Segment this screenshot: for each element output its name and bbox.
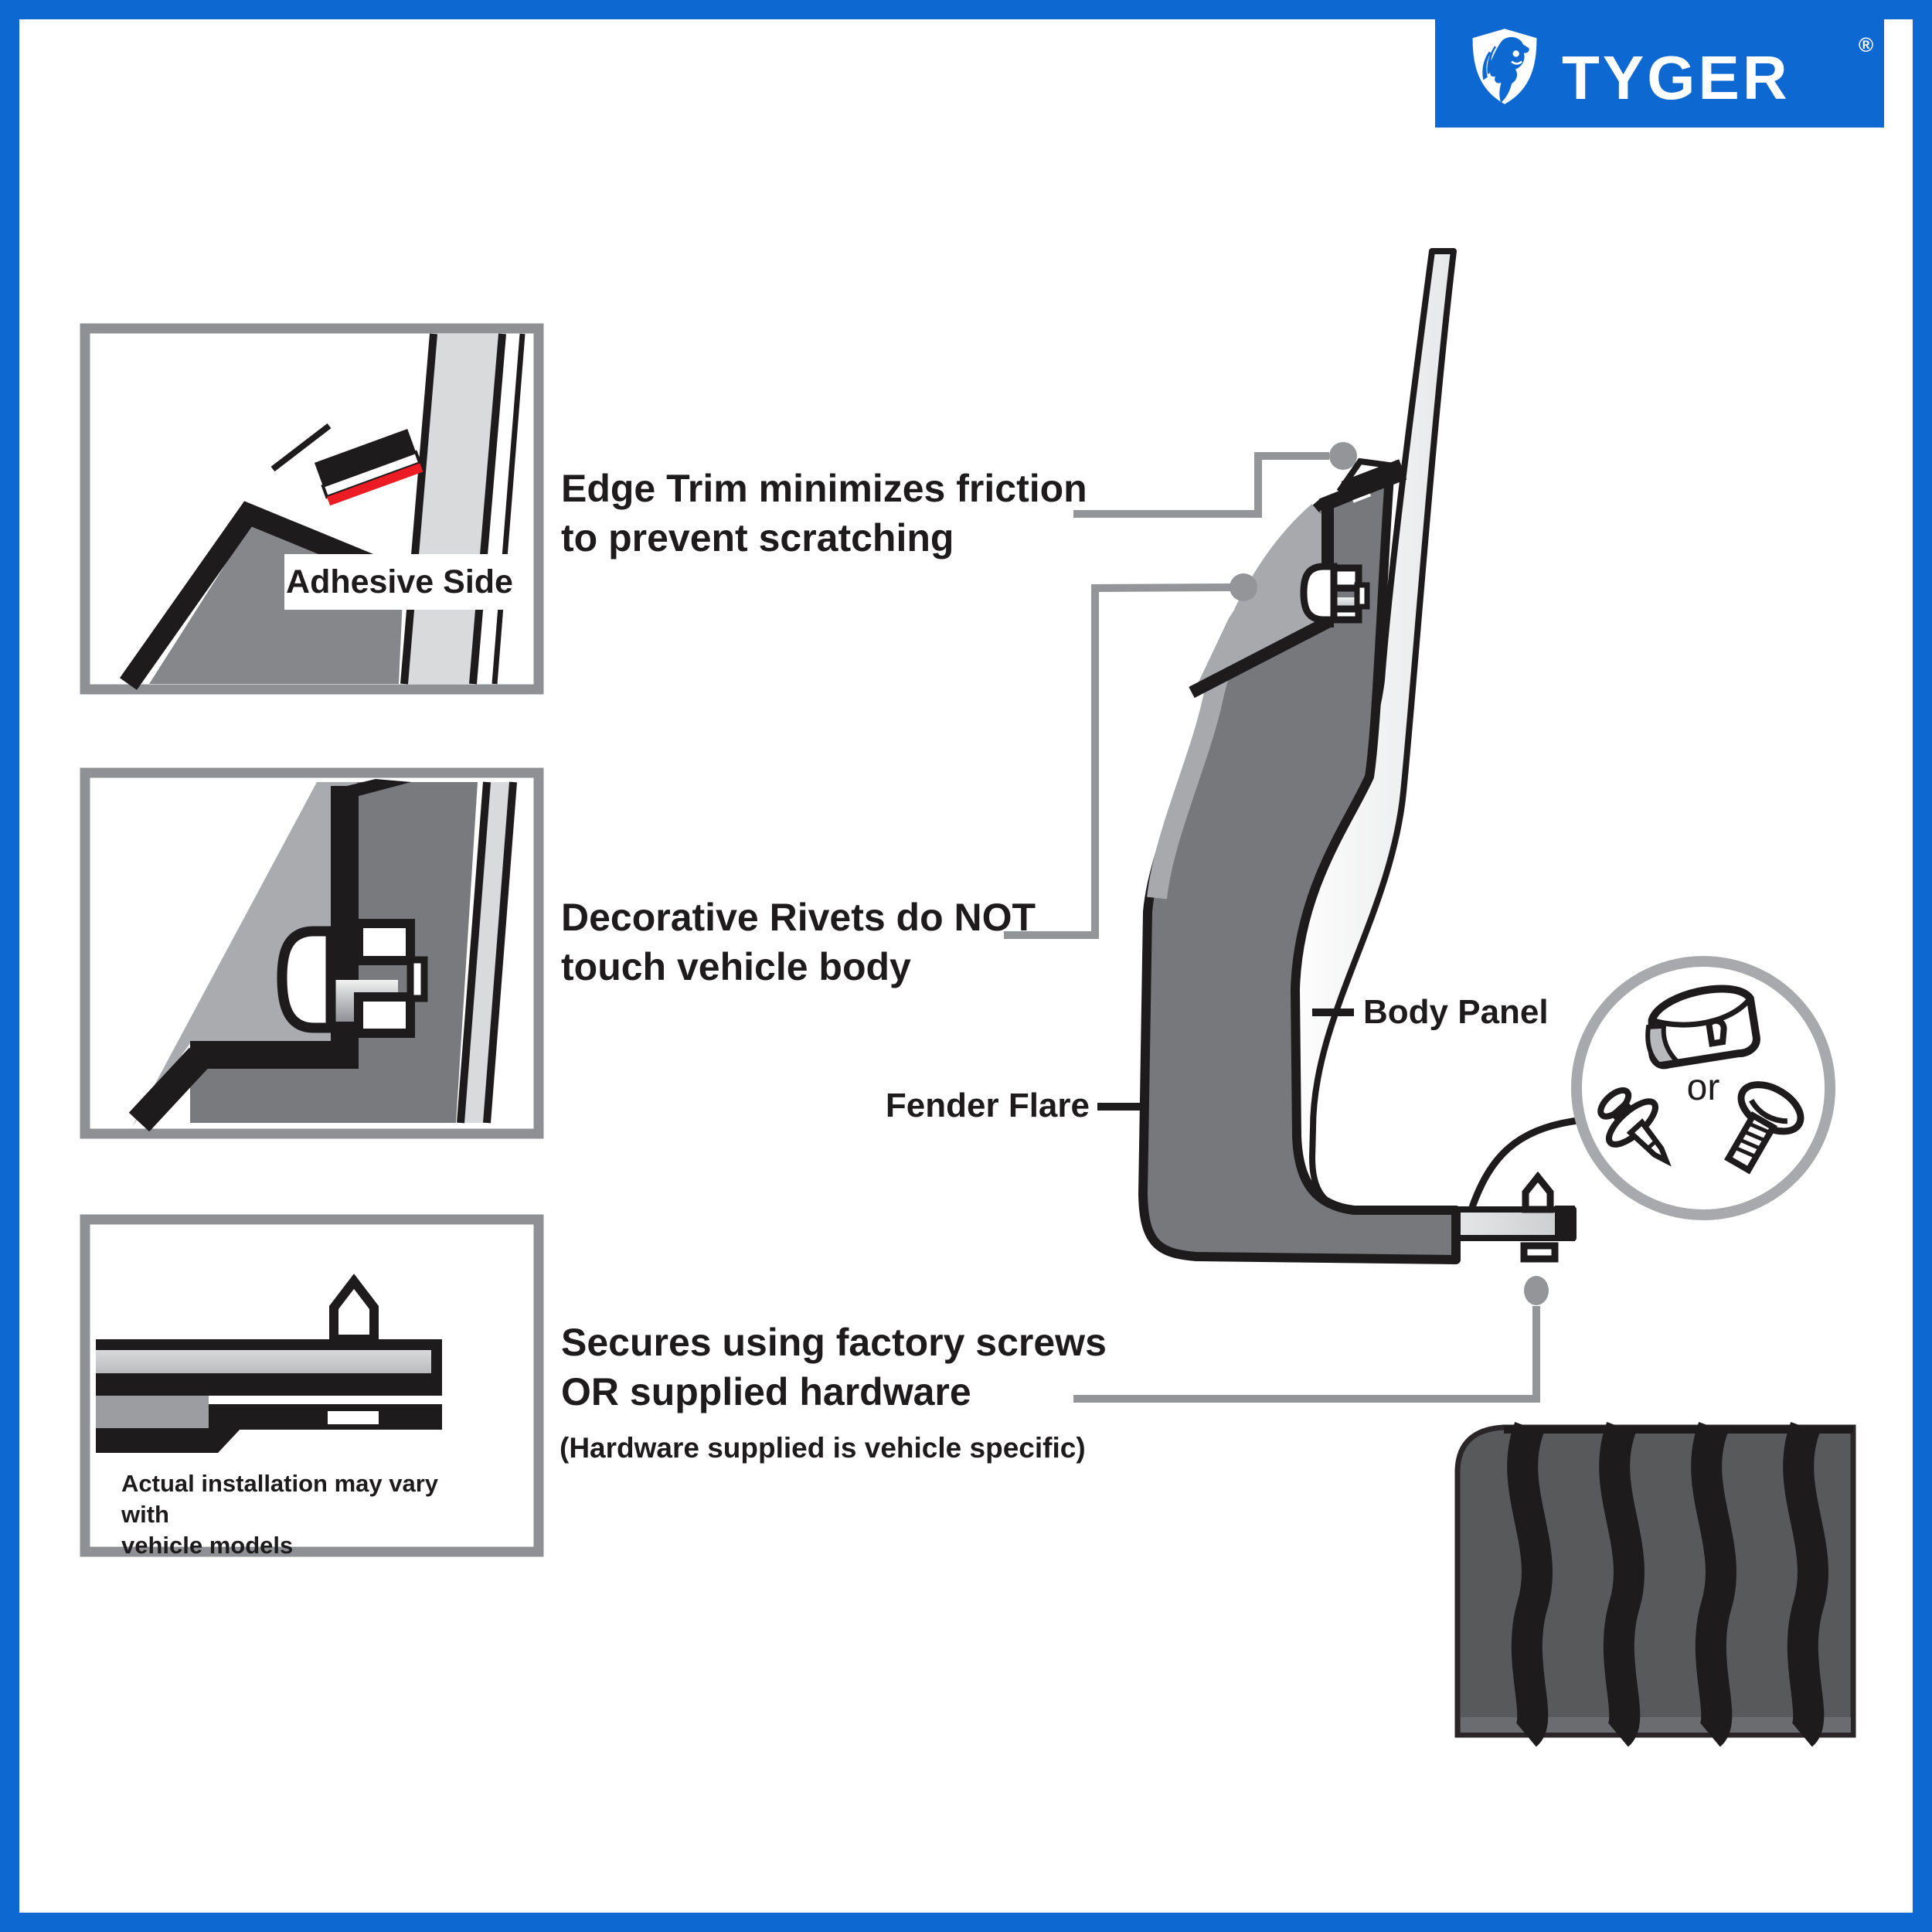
adhesive-side-text: Adhesive Side	[286, 563, 513, 600]
edge-trim-main-icon	[1341, 459, 1407, 502]
u-nut-clip-icon	[1645, 985, 1760, 1070]
or-label: or	[1686, 1067, 1720, 1108]
hardware-options-circle	[1571, 956, 1835, 1220]
inset-screw-diagram	[80, 1214, 544, 1557]
hardware-tab-icon	[1520, 1242, 1559, 1263]
inset-adhesive-diagram	[80, 323, 544, 695]
decorative-rivet-main-icon	[1300, 563, 1370, 624]
push-clip-icon	[329, 1274, 379, 1344]
push-clip-main-icon	[1522, 1171, 1554, 1213]
rivet-dot	[1230, 573, 1257, 601]
tyger-wordmark: TYGER	[1562, 43, 1791, 112]
tyger-eye	[1512, 50, 1519, 57]
rivets-note-line2: touch vehicle body	[561, 945, 911, 988]
install-note-line1: Actual installation may vary with	[121, 1470, 439, 1528]
decorative-rivet-icon	[277, 919, 428, 1038]
edge-trim-note-line2: to prevent scratching	[561, 516, 954, 560]
push-rivet-icon	[1597, 1087, 1672, 1167]
hardware-dot	[1524, 1276, 1549, 1305]
edge-trim-piece-icon	[314, 429, 423, 506]
fender-flare-label: Fender Flare	[885, 1087, 1090, 1124]
install-note: Actual installation may vary with vehicl…	[121, 1468, 485, 1561]
adhesive-red-stripe	[326, 463, 423, 506]
secures-subnote: (Hardware supplied is vehicle specific)	[560, 1432, 1086, 1464]
adhesive-side-label: Adhesive Side	[284, 554, 515, 610]
edge-trim-dot	[1329, 442, 1357, 470]
rivets-note-line1: Decorative Rivets do NOT	[561, 896, 1036, 939]
body-panel-label: Body Panel	[1363, 993, 1549, 1031]
inset-rivet-diagram	[80, 767, 544, 1139]
secures-note-line2: OR supplied hardware	[561, 1370, 971, 1413]
rivets-note: Decorative Rivets do NOT touch vehicle b…	[561, 893, 1036, 992]
tyger-logo: TYGER ®	[1435, 19, 1884, 128]
secures-note: Secures using factory screws OR supplied…	[561, 1318, 1107, 1417]
registered-mark: ®	[1859, 33, 1874, 56]
screw-icon	[1724, 1081, 1804, 1175]
tyger-shield-icon	[1472, 29, 1537, 104]
callout-connectors	[1004, 452, 1540, 1403]
edge-trim-note: Edge Trim minimizes friction to prevent …	[561, 464, 1087, 563]
tire-tread	[1454, 1421, 1856, 1747]
install-note-line2: vehicle models	[121, 1532, 294, 1559]
secures-note-line1: Secures using factory screws	[561, 1321, 1107, 1364]
edge-trim-note-line1: Edge Trim minimizes friction	[561, 467, 1087, 510]
